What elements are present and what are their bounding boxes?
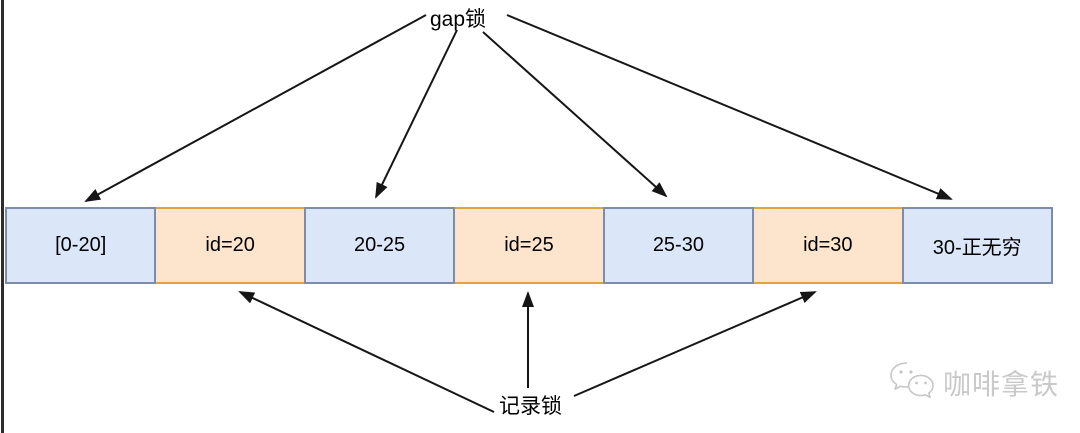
record-arrow-1: [238, 291, 495, 413]
gap-cell-0-20: [0-20]: [5, 207, 157, 284]
gap-arrow-3: [482, 31, 668, 198]
gap-arrow-1: [84, 14, 427, 202]
gap-cell-25-30: 25-30: [602, 207, 755, 284]
wechat-icon: [888, 360, 936, 406]
watermark-text: 咖啡拿铁: [943, 369, 1060, 400]
record-cell-id25: id=25: [453, 207, 605, 284]
gap-cell-20-25: 20-25: [303, 207, 456, 284]
record-cell-id30: id=30: [752, 207, 904, 284]
gap-cell-30-infinity: 30-正无穷: [901, 207, 1053, 284]
record-arrow-3: [573, 291, 817, 397]
gap-arrow-4: [506, 14, 953, 200]
interval-row: [0-20] id=20 20-25 id=25 25-30 id=30 30-…: [5, 207, 1053, 284]
left-edge-line: [1, 0, 4, 433]
watermark: 咖啡拿铁: [888, 360, 1059, 406]
record-cell-id20: id=20: [154, 207, 306, 284]
gap-arrow-2: [375, 29, 458, 199]
record-lock-label: 记录锁: [499, 395, 562, 418]
gap-lock-label: gap锁: [430, 8, 487, 31]
